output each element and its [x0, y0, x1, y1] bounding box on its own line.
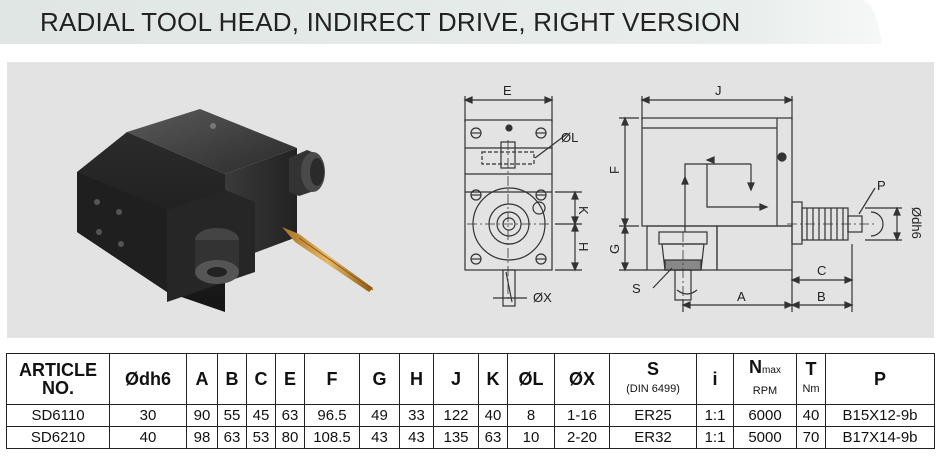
label-G: G [607, 244, 622, 254]
cell-C: 53 [246, 426, 276, 449]
table-row: SD6210 40 98 63 53 80 108.5 43 43 135 63… [6, 426, 935, 449]
label-X: ØX [533, 290, 552, 305]
label-L: ØL [561, 130, 578, 145]
col-L: ØL [507, 353, 555, 405]
col-K: K [478, 353, 508, 405]
cell-L: 10 [507, 426, 555, 449]
cell-E: 63 [275, 404, 305, 427]
figure-panel: E ØL K H ØX J F G P Ødh6 C A B S [7, 62, 934, 338]
cell-S: ER25 [609, 404, 697, 427]
cell-B: 55 [217, 404, 247, 427]
table-row: SD6110 30 90 55 45 63 96.5 49 33 122 40 … [6, 404, 935, 427]
col-C: C [246, 353, 276, 405]
col-F: F [304, 353, 360, 405]
cell-T: 40 [796, 404, 826, 427]
cell-L: 8 [507, 404, 555, 427]
cell-P: B15X12-9b [825, 404, 935, 427]
drawing-labels: E ØL K H ØX J F G P Ødh6 C A B S [503, 83, 924, 305]
cell-J: 135 [433, 426, 479, 449]
cell-G: 43 [359, 426, 400, 449]
cell-article: SD6210 [6, 426, 110, 449]
product-render [77, 109, 374, 312]
label-H: H [576, 242, 591, 251]
label-F: F [607, 166, 622, 174]
cell-K: 40 [478, 404, 508, 427]
col-dh6: Ødh6 [109, 353, 187, 405]
cell-H: 43 [399, 426, 434, 449]
cell-B: 63 [217, 426, 247, 449]
title-band-shape [0, 0, 882, 44]
cell-S: ER32 [609, 426, 697, 449]
col-S: S (DIN 6499) [609, 353, 697, 405]
col-X: ØX [554, 353, 610, 405]
cell-E: 80 [275, 426, 305, 449]
col-P: P [825, 353, 935, 405]
label-J: J [715, 83, 722, 98]
cell-i: 1:1 [696, 426, 734, 449]
table-header-row: ARTICLE NO. Ødh6 A B C E F G H J K ØL ØX… [6, 353, 935, 405]
cell-dh6: 40 [109, 426, 187, 449]
col-T: T Nm [796, 353, 826, 405]
title-band: RADIAL TOOL HEAD, INDIRECT DRIVE, RIGHT … [0, 0, 941, 46]
cell-X: 1-16 [554, 404, 610, 427]
cell-C: 45 [246, 404, 276, 427]
label-S: S [632, 281, 641, 296]
cell-K: 63 [478, 426, 508, 449]
col-article: ARTICLE NO. [6, 353, 110, 405]
cell-N: 5000 [733, 426, 797, 449]
col-A: A [186, 353, 218, 405]
cell-i: 1:1 [696, 404, 734, 427]
col-H: H [399, 353, 434, 405]
cell-F: 108.5 [304, 426, 360, 449]
label-K: K [576, 206, 591, 215]
cell-A: 98 [186, 426, 218, 449]
cell-P: B17X14-9b [825, 426, 935, 449]
col-J: J [433, 353, 479, 405]
label-P: P [877, 178, 886, 193]
side-view-drawing [619, 96, 902, 312]
cell-T: 70 [796, 426, 826, 449]
col-i: i [696, 353, 734, 405]
col-B: B [217, 353, 247, 405]
cell-N: 6000 [733, 404, 797, 427]
technical-figure: E ØL K H ØX J F G P Ødh6 C A B S [77, 83, 924, 312]
label-B: B [817, 289, 826, 304]
label-dh6: Ødh6 [909, 207, 924, 239]
cell-dh6: 30 [109, 404, 187, 427]
col-E: E [275, 353, 305, 405]
page-title: RADIAL TOOL HEAD, INDIRECT DRIVE, RIGHT … [40, 7, 741, 37]
cell-X: 2-20 [554, 426, 610, 449]
cell-J: 122 [433, 404, 479, 427]
cell-article: SD6110 [6, 404, 110, 427]
label-C: C [817, 263, 826, 278]
col-N: Nmax RPM [733, 353, 797, 405]
col-G: G [359, 353, 400, 405]
cell-F: 96.5 [304, 404, 360, 427]
cell-A: 90 [186, 404, 218, 427]
label-A: A [737, 289, 746, 304]
spec-table: ARTICLE NO. Ødh6 A B C E F G H J K ØL ØX… [6, 353, 935, 449]
front-view-drawing [463, 96, 582, 307]
cell-H: 33 [399, 404, 434, 427]
label-E: E [503, 83, 512, 98]
cell-G: 49 [359, 404, 400, 427]
